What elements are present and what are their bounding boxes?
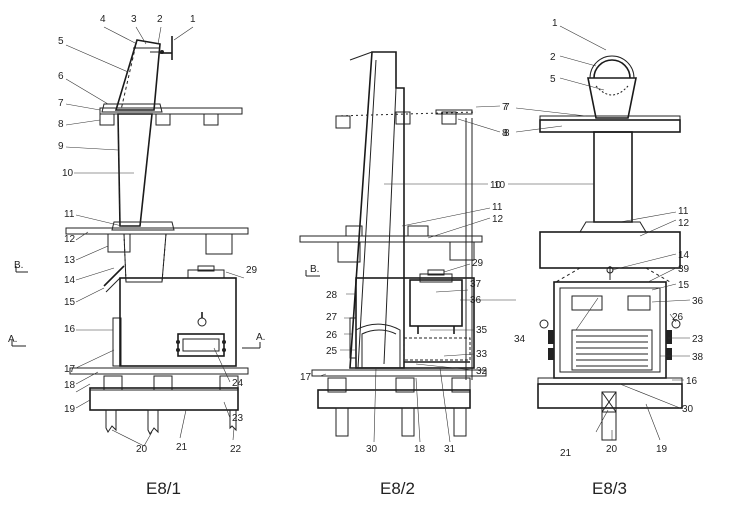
callout-e8-2-37: 37 <box>470 279 482 290</box>
callout-e8-1-9: 9 <box>58 141 64 152</box>
callout-e8-2-17: 17 <box>300 372 312 383</box>
callout-e8-1-13: 13 <box>64 255 76 266</box>
callout-e8-1-22: 22 <box>230 444 242 455</box>
callout-e8-2-33: 33 <box>476 349 488 360</box>
callout-e8-3-14: 14 <box>678 250 690 261</box>
callout-e8-1-3: 3 <box>131 14 137 25</box>
callout-e8-1-8: 8 <box>58 119 64 130</box>
callout-e8-2-36: 36 <box>470 295 482 306</box>
callout-e8-3-19: 19 <box>656 444 668 455</box>
callout-e8-2-12: 12 <box>492 214 504 225</box>
callout-e8-3-1: 1 <box>552 18 558 29</box>
callout-e8-1-10: 10 <box>62 168 74 179</box>
callout-e8-3-36: 36 <box>692 296 704 307</box>
callout-e8-2-11: 11 <box>492 202 503 213</box>
callout-e8-3-23: 23 <box>692 334 704 345</box>
figure-caption-e8-3: E8/3 <box>592 479 627 498</box>
figure-e8-1 <box>11 26 261 447</box>
callout-e8-2-34: 34 <box>514 334 526 345</box>
callout-e8-2-31: 31 <box>444 444 456 455</box>
callout-e8-3-10: 10 <box>494 180 506 191</box>
figure-caption-e8-1: E8/1 <box>146 479 181 498</box>
section-mark-a-left <box>11 340 26 347</box>
figure-e8-3 <box>508 25 691 441</box>
callout-e8-3-26: 26 <box>672 312 684 323</box>
callout-e8-3-20: 20 <box>606 444 618 455</box>
callout-e8-1-16: 16 <box>64 324 76 335</box>
callout-e8-3-30: 30 <box>682 404 694 415</box>
callout-e8-1-11: 11 <box>64 209 75 220</box>
callout-e8-1-2: 2 <box>157 14 163 25</box>
callout-e8-3-16: 16 <box>686 376 698 387</box>
callout-e8-3-38: 38 <box>692 352 704 363</box>
section-label-a-right: A. <box>256 332 265 343</box>
callout-e8-1-14: 14 <box>64 275 76 286</box>
callout-e8-2-35: 35 <box>476 325 488 336</box>
callout-e8-3-12: 12 <box>678 218 690 229</box>
callouts-e8-1: 1 2 3 4 5 6 7 8 9 10 11 12 13 14 15 16 1… <box>58 14 258 455</box>
callout-e8-1-19: 19 <box>64 404 76 415</box>
callout-e8-2-26: 26 <box>326 330 338 341</box>
section-mark-b-left <box>15 266 28 273</box>
section-label-a-left: A. <box>8 334 17 345</box>
callout-e8-3-39: 39 <box>678 264 690 275</box>
callout-e8-1-24: 24 <box>232 378 244 389</box>
callout-e8-2-30: 30 <box>366 444 378 455</box>
callout-e8-3-5: 5 <box>550 74 556 85</box>
callout-e8-1-1: 1 <box>190 14 196 25</box>
callouts-e8-2: 7 8 10 11 12 17 25 26 27 28 29 30 18 31 … <box>300 102 526 455</box>
callout-e8-2-32: 32 <box>476 366 488 377</box>
callout-e8-2-28: 28 <box>326 290 338 301</box>
callout-e8-2-8: 8 <box>502 128 508 139</box>
figure-e8-2 <box>299 51 516 443</box>
callout-e8-1-18: 18 <box>64 380 76 391</box>
callout-e8-3-7: 7 <box>504 102 510 113</box>
callout-e8-1-4: 4 <box>100 14 106 25</box>
callout-e8-1-6: 6 <box>58 71 64 82</box>
figure-caption-e8-2: E8/2 <box>380 479 415 498</box>
callout-e8-2-27: 27 <box>326 312 338 323</box>
callout-e8-3-11: 11 <box>678 206 689 217</box>
callout-e8-1-7: 7 <box>58 98 64 109</box>
callout-e8-1-17: 17 <box>64 364 76 375</box>
callout-e8-3-8: 8 <box>504 128 510 139</box>
callout-e8-1-23: 23 <box>232 413 244 424</box>
callout-e8-1-29: 29 <box>246 265 258 276</box>
callout-e8-3-2: 2 <box>550 52 556 63</box>
callout-e8-3-21: 21 <box>560 448 572 459</box>
callout-e8-2-7: 7 <box>502 102 508 113</box>
callout-e8-2-25: 25 <box>326 346 338 357</box>
callout-e8-1-20: 20 <box>136 444 148 455</box>
callout-e8-2-29: 29 <box>472 258 484 269</box>
callout-e8-2-10: 10 <box>490 180 502 191</box>
callout-e8-1-12: 12 <box>64 234 76 245</box>
callout-e8-3-15: 15 <box>678 280 690 291</box>
callout-e8-1-21: 21 <box>176 442 188 453</box>
callout-e8-1-5: 5 <box>58 36 64 47</box>
callout-e8-2-18: 18 <box>414 444 426 455</box>
callouts-e8-3: 1 2 5 7 8 10 11 12 14 39 15 36 26 23 38 … <box>494 18 704 459</box>
callout-e8-1-15: 15 <box>64 297 76 308</box>
section-label-b-left: B. <box>14 260 23 271</box>
section-label-b-mid: B. <box>310 264 319 275</box>
